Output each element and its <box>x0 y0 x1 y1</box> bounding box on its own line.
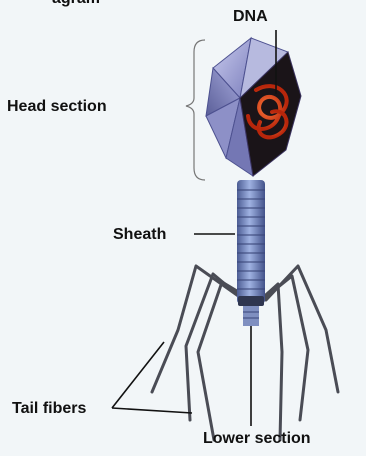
head-section-bracket <box>186 40 205 180</box>
sheath <box>237 180 265 304</box>
title-partial-label: agram <box>52 0 100 7</box>
lower-section-label: Lower section <box>203 431 311 447</box>
dna-label: DNA <box>233 9 268 25</box>
head-section-label: Head section <box>7 99 107 115</box>
tail-fibers-label: Tail fibers <box>12 401 86 417</box>
sheath-label: Sheath <box>113 227 166 243</box>
capsid-head <box>206 38 301 176</box>
lower-section-baseplate <box>238 296 264 326</box>
